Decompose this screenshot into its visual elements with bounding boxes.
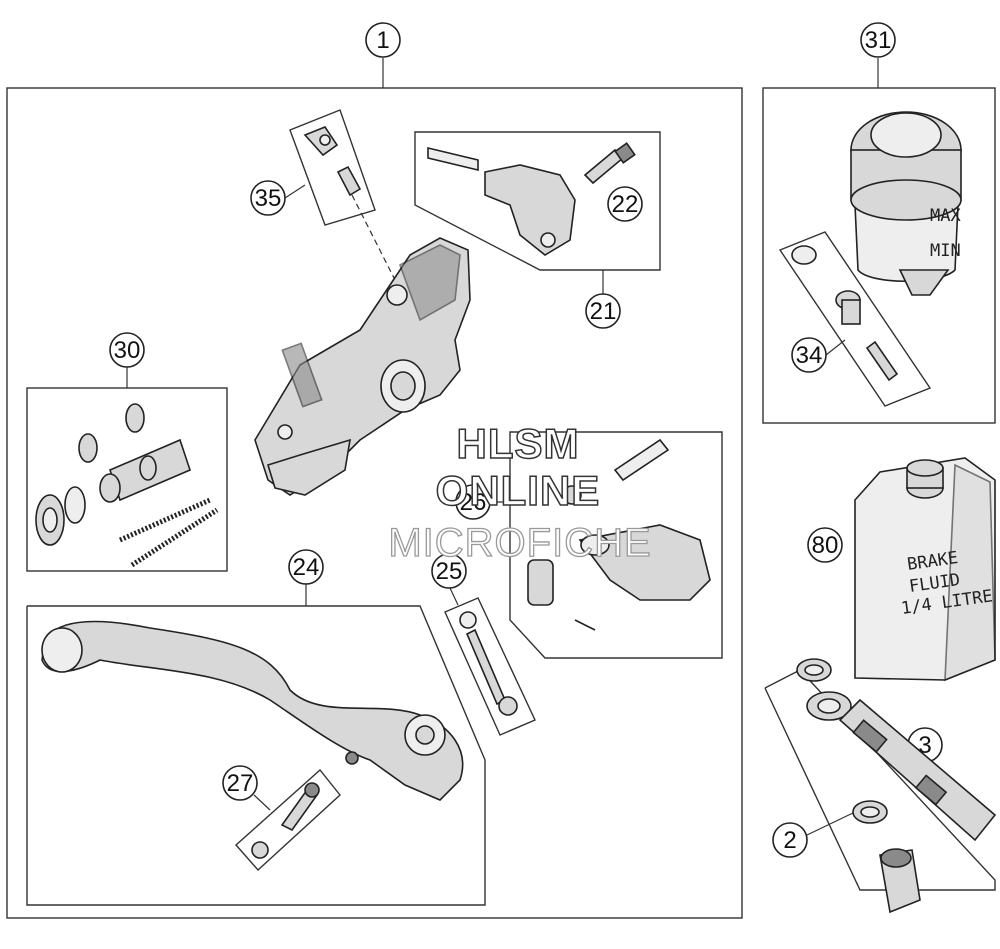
callout-35[interactable]: 35 [250, 180, 286, 216]
adjuster-illustration [527, 438, 711, 631]
frame-hose [764, 669, 996, 891]
pivot-pin-illustration [251, 782, 320, 859]
reservoir-illustration: MAX MIN [850, 111, 962, 296]
callout-22[interactable]: 22 [607, 186, 643, 222]
svg-text:24: 24 [293, 554, 320, 581]
svg-text:30: 30 [114, 337, 141, 364]
svg-text:MIN: MIN [930, 241, 961, 261]
callout-2[interactable]: 2 [772, 822, 808, 858]
watermark: HLSM ONLINE MICROFICHE [388, 419, 652, 565]
brake-fluid-can-illustration: BRAKE FLUID 1/4 LITRE [854, 457, 996, 682]
frame-mount-34 [778, 231, 932, 407]
clamp-illustration [427, 142, 636, 256]
frame-adjuster-26 [509, 431, 723, 659]
callout-24[interactable]: 24 [288, 549, 324, 585]
callout-27[interactable]: 27 [222, 765, 258, 801]
callout-80[interactable]: 80 [807, 527, 843, 563]
brake-hose-illustration [796, 658, 997, 914]
svg-text:34: 34 [796, 342, 823, 369]
svg-text:HLSM: HLSM [457, 420, 580, 467]
frame-lever-24 [26, 605, 486, 906]
svg-text:2: 2 [783, 827, 796, 854]
svg-text:MAX: MAX [930, 206, 961, 226]
svg-text:35: 35 [255, 185, 282, 212]
svg-text:27: 27 [227, 770, 254, 797]
svg-text:26: 26 [460, 489, 487, 516]
callout-1[interactable]: 1 [365, 22, 401, 58]
bolt-illustration [459, 611, 518, 716]
svg-text:80: 80 [812, 532, 839, 559]
frame-clamp-21 [414, 131, 661, 271]
frame-main-assembly [6, 87, 743, 919]
callout-31[interactable]: 31 [860, 22, 896, 58]
callout-25[interactable]: 25 [431, 553, 467, 589]
reservoir-mount-illustration [791, 245, 899, 382]
svg-text:31: 31 [865, 27, 892, 54]
svg-text:22: 22 [612, 191, 639, 218]
svg-text:21: 21 [590, 298, 617, 325]
svg-text:25: 25 [436, 558, 463, 585]
bleeder-nipple-illustration [303, 126, 396, 281]
svg-text:MICROFICHE: MICROFICHE [388, 521, 651, 565]
frame-pivot-27 [235, 768, 341, 871]
callout-34[interactable]: 34 [791, 337, 827, 373]
brake-lever-illustration [41, 620, 464, 801]
frame-bolt-25 [444, 597, 536, 736]
frame-reservoir [762, 87, 996, 424]
callout-26[interactable]: 26 [455, 484, 491, 520]
piston-kit-illustration [35, 403, 219, 568]
callout-30[interactable]: 30 [109, 332, 145, 368]
callout-21[interactable]: 21 [585, 293, 621, 329]
svg-text:ONLINE: ONLINE [436, 467, 601, 514]
master-cylinder-illustration [254, 237, 471, 496]
frame-bleeder-35 [289, 109, 376, 226]
svg-text:1: 1 [376, 27, 389, 54]
